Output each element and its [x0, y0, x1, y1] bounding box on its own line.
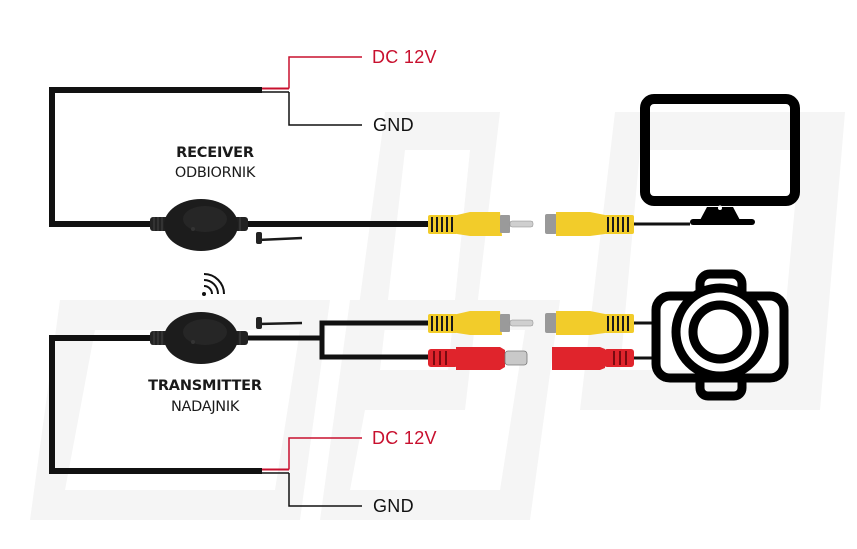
transmitter-dc12v-label: DC 12V: [372, 428, 437, 448]
receiver-subtitle: ODBIORNIK: [174, 165, 256, 181]
receiver-rca-plug: [428, 212, 534, 236]
transmitter-module: [150, 312, 303, 364]
camera-rca-jack: [545, 311, 655, 335]
monitor-icon: [640, 94, 800, 225]
transmitter-power-cable: [49, 335, 289, 474]
transmitter-subtitle: NADAJNIK: [170, 399, 240, 415]
camera-dc-jack: [552, 347, 655, 370]
receiver-power-cable: [49, 87, 289, 227]
receiver-dc12v-label: DC 12V: [372, 47, 437, 67]
receiver-module: [150, 199, 303, 251]
transmitter-gnd-lead: [288, 473, 362, 507]
transmitter-gnd-label: GND: [373, 496, 414, 516]
receiver-gnd-lead: [288, 92, 362, 126]
receiver-title: RECEIVER: [176, 145, 254, 161]
transmitter-dc12v-lead: [288, 437, 362, 470]
background-watermark: [30, 112, 845, 520]
transmitter-dc-plug: [428, 347, 528, 370]
camera-icon: [651, 269, 789, 401]
receiver-dc12v-lead: [288, 56, 362, 89]
transmitter-title: TRANSMITTER: [148, 378, 262, 394]
wireless-signal-icon: [202, 273, 225, 296]
monitor-rca-jack: [545, 212, 690, 236]
transmitter-rca-plug: [428, 311, 534, 335]
receiver-gnd-label: GND: [373, 115, 414, 135]
transmitter-split-cable: [235, 320, 430, 360]
